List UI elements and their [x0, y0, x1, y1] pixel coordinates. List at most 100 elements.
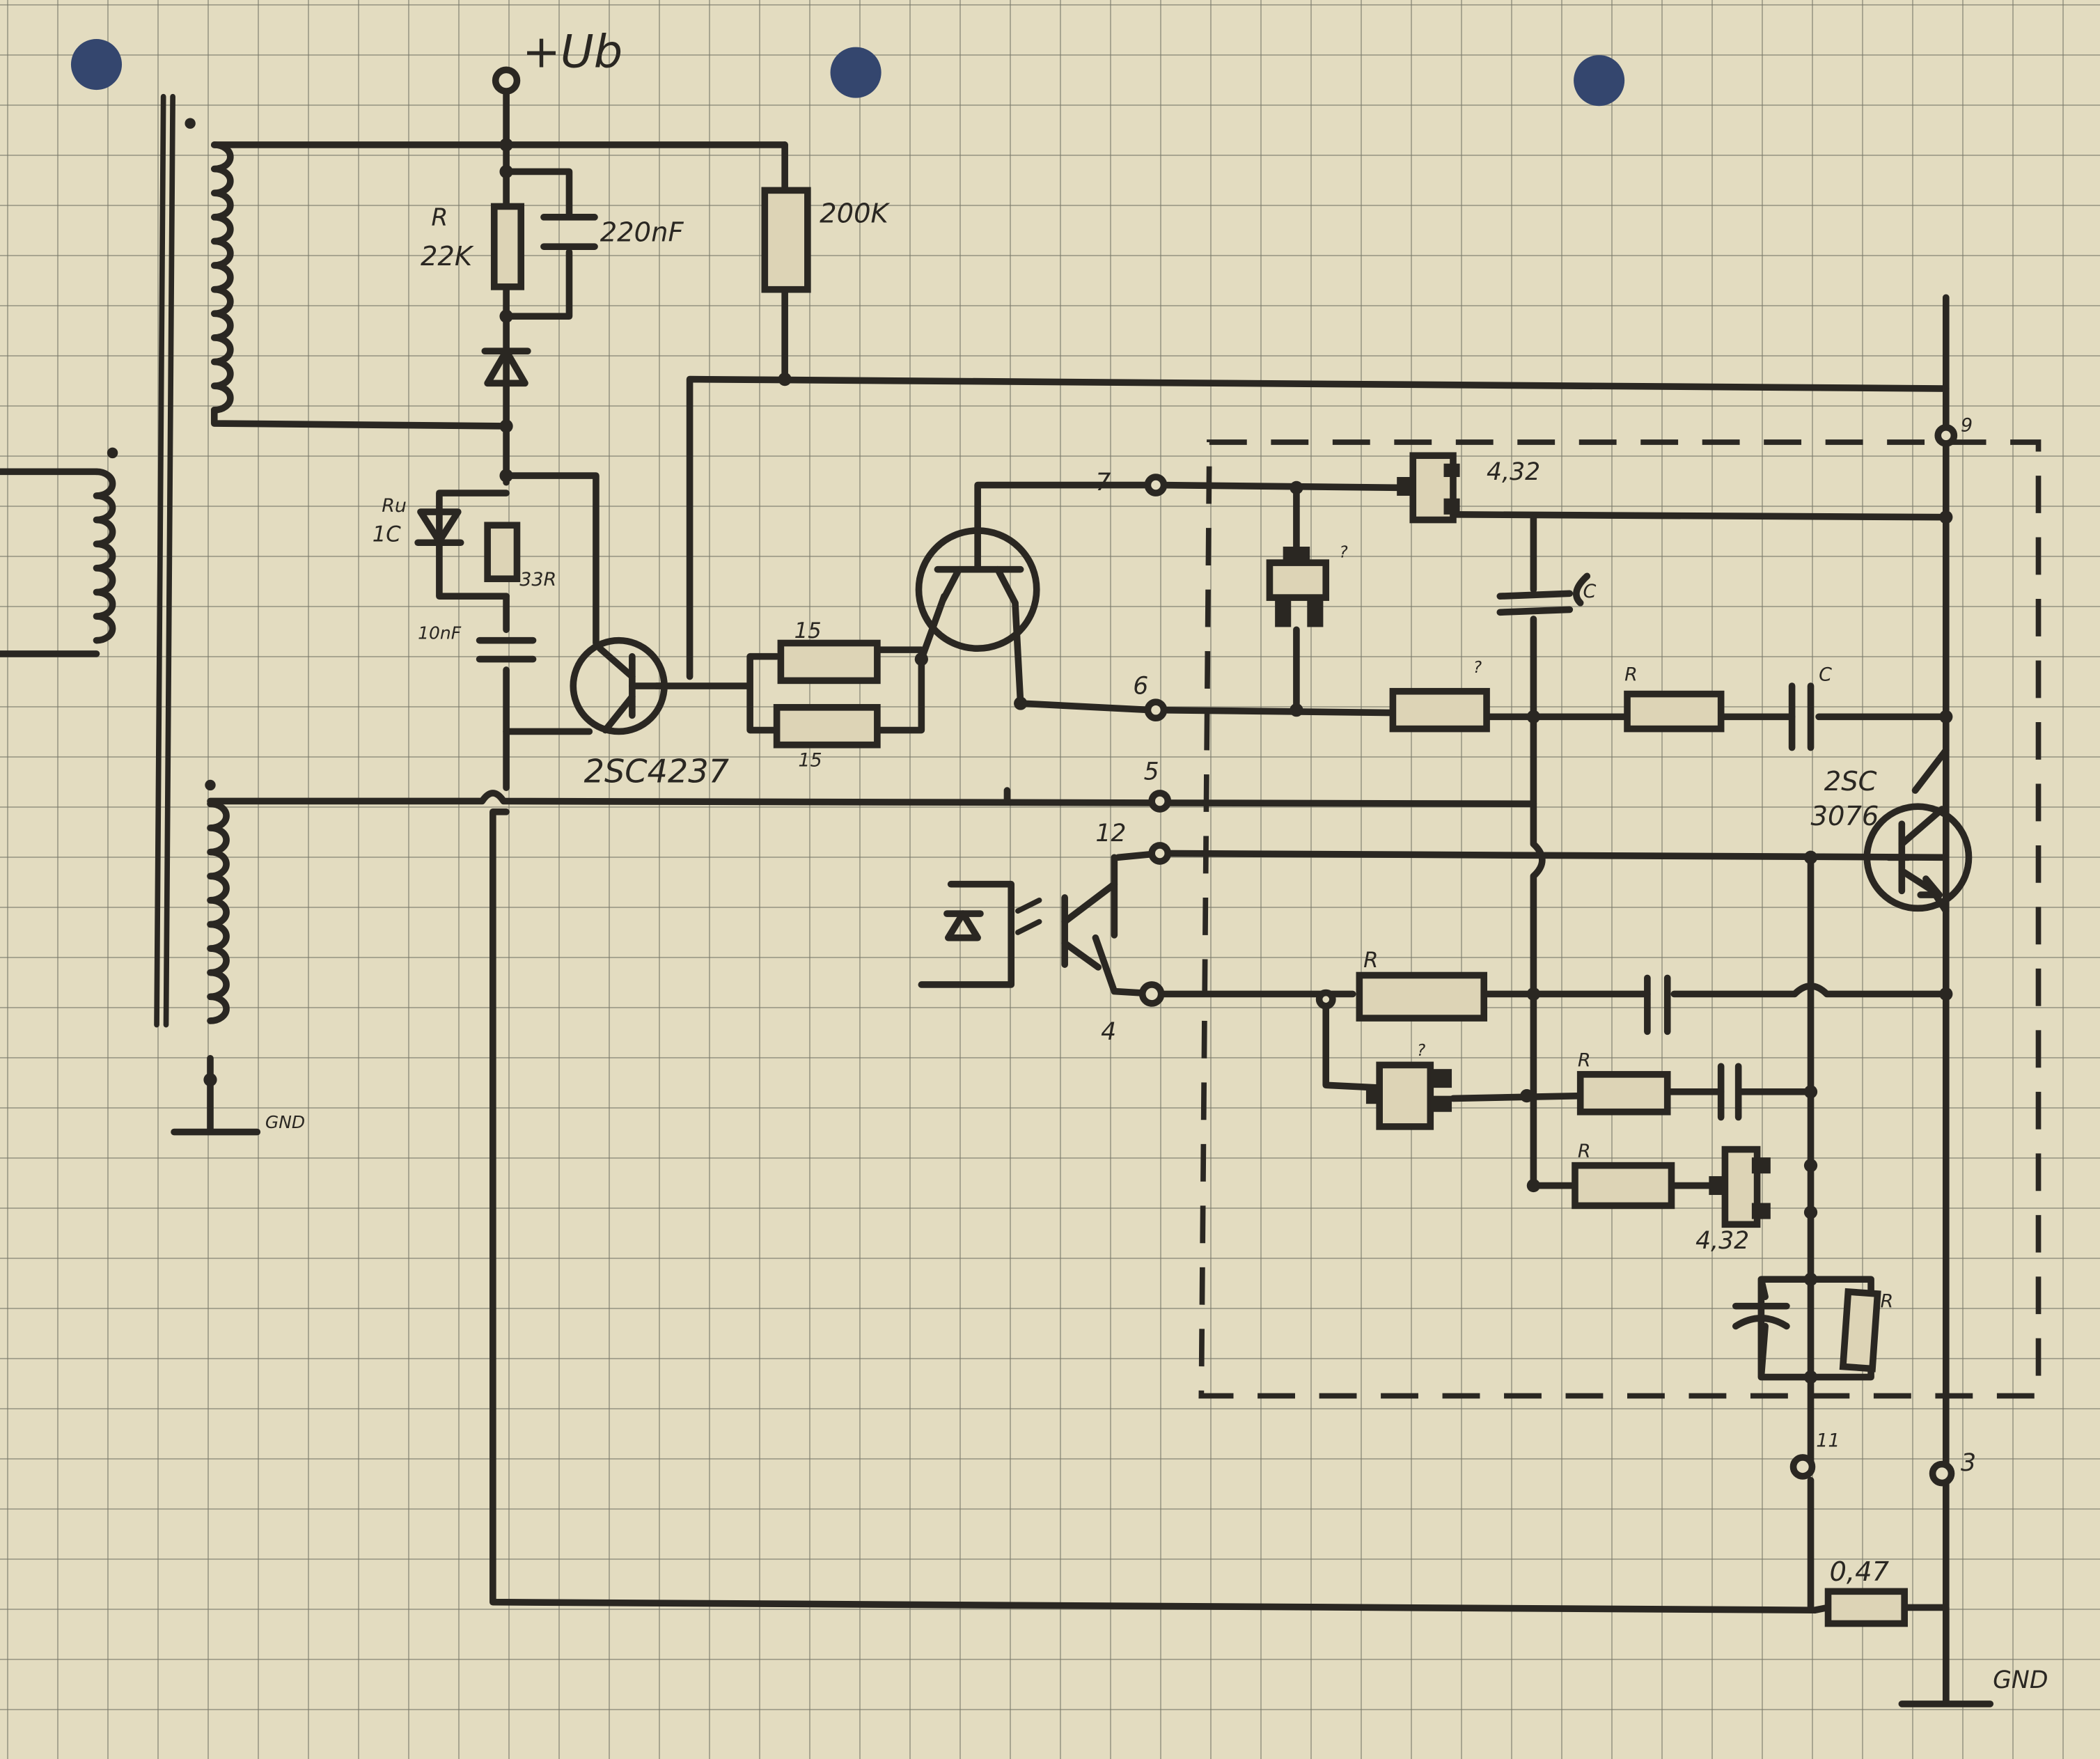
wire-ic-mid	[1322, 999, 1815, 1102]
primary-winding	[210, 141, 234, 414]
junction-dot	[1803, 1085, 1818, 1099]
ground-right-symbol	[1898, 1604, 1994, 1707]
wire-ic-top-out	[1450, 511, 1950, 521]
label-node-9: 9	[1961, 415, 1973, 437]
label-cap-10nf: 10nF	[418, 623, 462, 643]
diode-rectifier	[481, 347, 531, 387]
label-r-top: R	[431, 203, 448, 231]
junction-dot	[1803, 1159, 1818, 1173]
label-cap-c2: C	[1819, 664, 1832, 685]
label-r-low2: R	[1578, 1049, 1591, 1071]
transistor-driver	[915, 527, 1040, 652]
binder-hole-center	[830, 47, 881, 98]
junction-dot	[778, 372, 792, 386]
label-cap-c1: C	[1583, 581, 1597, 602]
junction-dot	[499, 469, 513, 483]
binder-hole-left	[70, 39, 123, 91]
terminal-6	[1144, 698, 1168, 722]
resistor-15-lower	[773, 704, 881, 749]
label-r-top-value: 22K	[421, 241, 474, 272]
wire-node12	[1115, 850, 1950, 861]
label-node-4: 4	[1101, 1018, 1116, 1046]
label-r-low: R	[1363, 948, 1378, 973]
terminal-11	[1789, 1454, 1816, 1480]
terminal-4	[1138, 981, 1165, 1007]
label-node-6: 6	[1133, 673, 1148, 701]
label-ic-top: 4,32	[1487, 458, 1540, 486]
label-node-12: 12	[1095, 820, 1126, 847]
label-r-mid: R	[1624, 664, 1638, 685]
secondary-winding	[207, 800, 230, 1024]
terminal-12	[1148, 842, 1172, 865]
wire-secondary-top	[207, 790, 1537, 808]
junction-dot	[499, 419, 513, 433]
label-r-15-lower: 15	[798, 749, 822, 771]
label-supply: +Ub	[522, 25, 622, 78]
junction-dot	[1526, 987, 1540, 1001]
binder-hole-right	[1574, 55, 1625, 107]
wires	[207, 77, 1950, 1705]
junction-dot	[1290, 703, 1303, 717]
label-node-11: 11	[1816, 1430, 1840, 1452]
label-transistor-left: 2SC4237	[584, 753, 729, 790]
labels: +Ub R 22K 220nF 200K Ru 1C 33R 10nF 2SC4…	[265, 25, 2048, 1694]
transistor-2sc4237	[570, 636, 668, 735]
ic-4-32-top	[1397, 452, 1460, 524]
label-r-33: 33R	[519, 569, 556, 591]
label-transistor-right-b: 3076	[1811, 801, 1879, 832]
resistor-15-upper	[777, 639, 881, 685]
junction-dots	[203, 138, 1953, 1384]
resistor-low2-r	[1576, 1071, 1671, 1116]
label-cap-top: 220nF	[600, 217, 684, 248]
junction-dot	[499, 138, 513, 152]
label-r-bottom: R	[1881, 1291, 1894, 1313]
resistor-33	[484, 522, 521, 582]
terminal-7	[1144, 474, 1168, 497]
junction-dot	[1803, 1370, 1818, 1384]
junction-dot	[1526, 1178, 1540, 1193]
resistor-mid-r	[1624, 690, 1725, 733]
capacitor-220nf	[540, 214, 598, 250]
label-ic-mid: ?	[1417, 1042, 1425, 1060]
label-ic-low: 4,32	[1695, 1227, 1749, 1255]
wire-15-right	[874, 646, 925, 734]
resistor-low3-r	[1572, 1162, 1675, 1210]
label-node-5: 5	[1144, 758, 1159, 786]
junction-dot	[499, 309, 513, 323]
auxiliary-winding	[93, 468, 116, 644]
label-r-200k: 200K	[820, 198, 890, 230]
resistor-200k	[761, 187, 811, 293]
terminal-supply	[492, 66, 521, 95]
wire-rc-bottom	[503, 249, 573, 320]
junction-dot	[1939, 710, 1953, 724]
ic-mid	[1365, 1061, 1452, 1130]
junction-dot	[1526, 710, 1540, 724]
junction-dot	[1803, 850, 1818, 864]
label-r-15-upper: 15	[794, 618, 822, 643]
ic-4-32-low	[1709, 1146, 1771, 1228]
transistor-2sc3076	[1863, 803, 1973, 912]
junction-dot	[1290, 480, 1303, 495]
terminal-r-low	[1315, 989, 1336, 1010]
terminals	[492, 66, 1958, 1487]
wire-node6-right	[1156, 706, 1950, 721]
junction-dot	[1803, 1205, 1818, 1219]
diode-ru	[414, 508, 464, 547]
label-r-shunt: 0,47	[1829, 1556, 1889, 1588]
resistor-22k	[490, 203, 525, 290]
junction-dot	[499, 164, 513, 179]
junction-dot	[1520, 1089, 1534, 1103]
resistor-shunt	[1824, 1588, 1908, 1627]
transformer-core-line-1	[154, 93, 166, 1028]
capacitor-10nf	[476, 636, 537, 663]
terminal-3	[1929, 1460, 1955, 1487]
capacitor-bottom	[1732, 1302, 1790, 1330]
winding-dot-secondary	[205, 779, 216, 791]
label-r-low3: R	[1578, 1141, 1591, 1162]
transformer-core-line-2	[163, 93, 175, 1028]
terminal-9	[1934, 424, 1958, 447]
resistor-bottom-r	[1839, 1288, 1881, 1373]
capacitor-c1	[1496, 572, 1591, 616]
label-r-mid-q: ?	[1473, 659, 1482, 677]
label-gnd-left: GND	[265, 1112, 305, 1132]
